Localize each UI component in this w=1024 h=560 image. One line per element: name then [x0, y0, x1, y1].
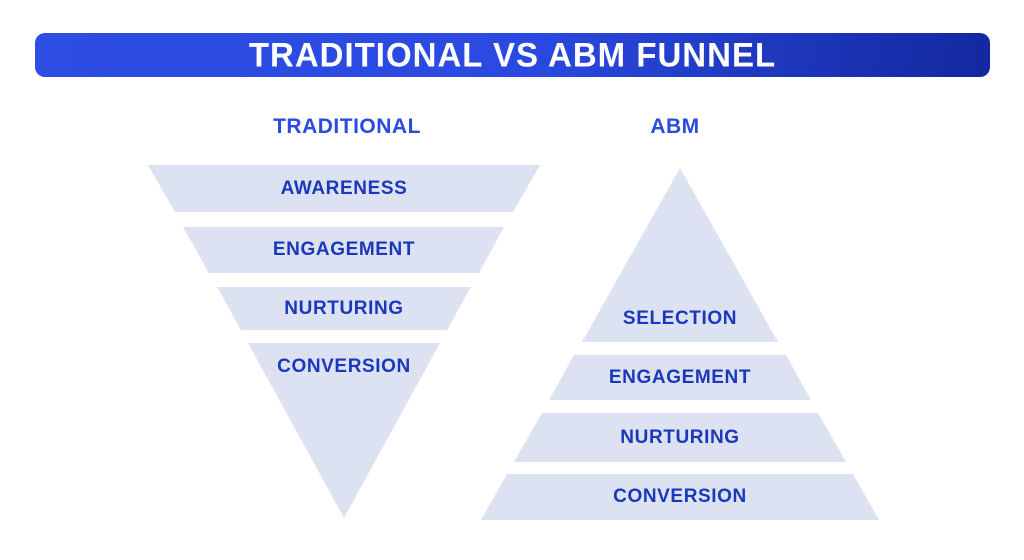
- stage-label: CONVERSION: [613, 486, 747, 507]
- abm-funnel: SELECTION ENGAGEMENT NURTURING CONVERSIO…: [481, 168, 879, 520]
- title-banner: TRADITIONAL VS ABM FUNNEL: [35, 33, 990, 77]
- stage-label: ENGAGEMENT: [608, 366, 752, 388]
- stage-label: ENGAGEMENT: [272, 239, 416, 260]
- traditional-stage-nurturing: NURTURING: [217, 287, 471, 330]
- stage-label: CONVERSION: [277, 356, 411, 377]
- page-title: TRADITIONAL VS ABM FUNNEL: [248, 35, 777, 74]
- abm-stage-engagement: ENGAGEMENT: [549, 355, 811, 400]
- abm-stage-conversion: CONVERSION: [481, 474, 879, 520]
- abm-stage-nurturing: NURTURING: [514, 413, 846, 462]
- abm-stage-selection: SELECTION: [582, 168, 778, 342]
- abm-funnel-header: ABM: [650, 115, 700, 138]
- stage-label: AWARENESS: [280, 177, 408, 199]
- stage-label: SELECTION: [622, 308, 738, 329]
- traditional-stage-engagement: ENGAGEMENT: [183, 227, 504, 273]
- stage-label: NURTURING: [620, 426, 740, 448]
- stage-label: NURTURING: [284, 297, 404, 319]
- traditional-stage-awareness: AWARENESS: [148, 165, 540, 212]
- traditional-funnel-header: TRADITIONAL: [273, 115, 421, 138]
- traditional-funnel: AWARENESS ENGAGEMENT NURTURING CONVERSIO…: [148, 165, 540, 518]
